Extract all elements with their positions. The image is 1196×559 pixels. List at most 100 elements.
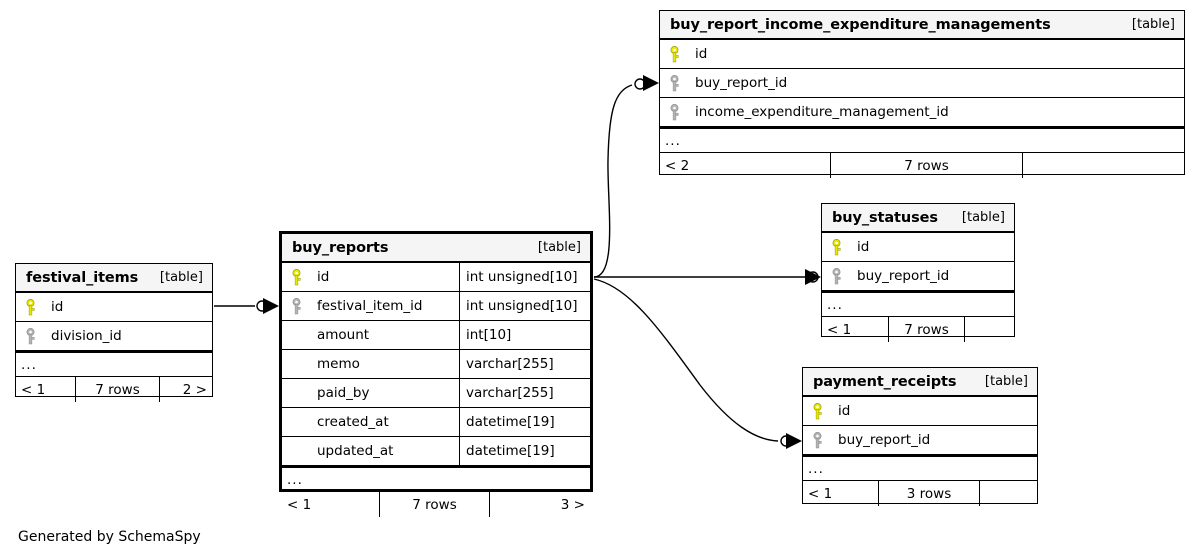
table-header-festival_items: festival_items[table] bbox=[16, 264, 212, 293]
column-label: id bbox=[838, 403, 851, 419]
parent-relation-count[interactable]: < 1 bbox=[16, 377, 76, 402]
parent-relation-count[interactable]: < 2 bbox=[660, 153, 831, 178]
table-title: payment_receipts bbox=[813, 373, 957, 390]
column-type: varchar[255] bbox=[459, 379, 590, 407]
column-label: id bbox=[695, 46, 708, 62]
relationship-buy_reports-to-buy_statuses bbox=[594, 269, 821, 285]
table-type-tag: [table] bbox=[1131, 17, 1175, 32]
table-festival_items[interactable]: festival_items[table]id division_id...< 1… bbox=[15, 263, 213, 402]
column-name-cell: division_id bbox=[16, 322, 212, 350]
table-type-tag: [table] bbox=[961, 210, 1005, 225]
column-row-id[interactable]: id bbox=[660, 40, 1184, 69]
column-name-cell: id bbox=[660, 40, 1184, 68]
column-row-id[interactable]: id bbox=[16, 293, 212, 322]
row-count: 7 rows bbox=[889, 317, 965, 342]
relationship-buy_reports-to-payment_receipts bbox=[593, 278, 802, 449]
table-title: festival_items bbox=[26, 269, 139, 286]
column-row-id[interactable]: id bbox=[822, 233, 1014, 262]
column-type: int[10] bbox=[459, 321, 590, 349]
column-row-division_id[interactable]: division_id bbox=[16, 322, 212, 351]
column-row-buy_report_id[interactable]: buy_report_id bbox=[822, 262, 1014, 291]
cardinality-zero-or-one-marker bbox=[634, 78, 646, 90]
child-relation-count[interactable]: 2 > bbox=[182, 381, 207, 398]
column-label: created_at bbox=[317, 414, 389, 430]
more-columns-ellipsis: ... bbox=[282, 466, 590, 492]
column-name-cell: income_expenditure_management_id bbox=[660, 98, 1184, 126]
column-name-cell: id bbox=[282, 263, 459, 291]
column-row-buy_report_id[interactable]: buy_report_id bbox=[660, 69, 1184, 98]
origin-crowsfoot-buy-reports-id bbox=[594, 269, 610, 285]
column-label: paid_by bbox=[317, 385, 370, 401]
column-label: id bbox=[51, 299, 64, 315]
column-row-buy_report_id[interactable]: buy_report_id bbox=[803, 426, 1037, 455]
column-name-cell: id bbox=[16, 293, 212, 321]
column-label: updated_at bbox=[317, 443, 394, 459]
column-name-cell: buy_report_id bbox=[660, 69, 1184, 97]
foreign-key-icon bbox=[25, 327, 51, 345]
relationship-buy_reports-to-income_expenditure bbox=[593, 75, 659, 278]
cardinality-many-arrowhead bbox=[805, 269, 821, 285]
primary-key-icon bbox=[291, 268, 317, 286]
table-type-tag: [table] bbox=[984, 374, 1028, 389]
primary-key-icon bbox=[812, 402, 838, 420]
column-label: festival_item_id bbox=[317, 298, 423, 314]
column-name-cell: paid_by bbox=[282, 379, 459, 407]
table-title: buy_reports bbox=[292, 239, 389, 256]
column-label: income_expenditure_management_id bbox=[695, 104, 949, 120]
child-relation-count[interactable] bbox=[980, 481, 1037, 506]
cardinality-zero-or-one-marker bbox=[780, 435, 792, 447]
schemaspy-credit: Generated by SchemaSpy bbox=[18, 529, 201, 545]
primary-key-icon bbox=[831, 238, 857, 256]
primary-key-icon bbox=[669, 45, 695, 63]
more-columns-ellipsis: ... bbox=[822, 291, 1014, 317]
column-label: buy_report_id bbox=[695, 75, 788, 91]
child-relation-count[interactable] bbox=[965, 317, 1014, 342]
column-label: buy_report_id bbox=[838, 432, 931, 448]
child-relation-count[interactable] bbox=[1023, 153, 1184, 178]
relationship-line bbox=[593, 278, 779, 442]
parent-relation-count[interactable]: < 1 bbox=[282, 492, 380, 517]
table-header-buy_statuses: buy_statuses[table] bbox=[822, 204, 1014, 233]
column-row-festival_item_id[interactable]: festival_item_id int unsigned[10] bbox=[282, 292, 590, 321]
cardinality-many-arrowhead bbox=[263, 298, 279, 314]
table-header-buy_report_income_expenditure_managements: buy_report_income_expenditure_management… bbox=[660, 11, 1184, 40]
foreign-key-icon bbox=[812, 431, 838, 449]
column-row-income_expenditure_management_id[interactable]: income_expenditure_management_id bbox=[660, 98, 1184, 127]
row-count: 7 rows bbox=[831, 153, 1023, 178]
row-count: 7 rows bbox=[76, 377, 160, 402]
table-buy_report_income_expenditure_managements[interactable]: buy_report_income_expenditure_management… bbox=[659, 10, 1185, 178]
cardinality-zero-or-one-marker bbox=[256, 300, 268, 312]
table-header-buy_reports: buy_reports[table] bbox=[282, 234, 590, 263]
column-name-cell: updated_at bbox=[282, 437, 459, 465]
relationship-festival_items-to-buy_reports bbox=[214, 298, 279, 314]
table-payment_receipts[interactable]: payment_receipts [table] id buy_report_id..… bbox=[802, 367, 1038, 506]
more-columns-ellipsis: ... bbox=[16, 351, 212, 377]
parent-relation-count[interactable]: < 1 bbox=[803, 481, 879, 506]
column-label: division_id bbox=[51, 328, 122, 344]
child-relation-count[interactable]: 3 > bbox=[560, 496, 585, 513]
foreign-key-icon bbox=[669, 103, 695, 121]
column-label: id bbox=[317, 269, 330, 285]
column-name-cell: memo bbox=[282, 350, 459, 378]
column-label: memo bbox=[317, 356, 360, 372]
column-type: int unsigned[10] bbox=[459, 292, 590, 320]
column-name-cell: id bbox=[803, 397, 1037, 425]
more-columns-ellipsis: ... bbox=[803, 455, 1037, 481]
column-row-id[interactable]: id bbox=[803, 397, 1037, 426]
column-row-paid_by[interactable]: paid_by varchar[255] bbox=[282, 379, 590, 408]
row-count: 7 rows bbox=[380, 492, 490, 517]
parent-relation-count[interactable]: < 1 bbox=[822, 317, 889, 342]
column-name-cell: id bbox=[822, 233, 1014, 261]
cardinality-zero-or-one-marker bbox=[807, 271, 819, 283]
column-name-cell: buy_report_id bbox=[822, 262, 1014, 290]
